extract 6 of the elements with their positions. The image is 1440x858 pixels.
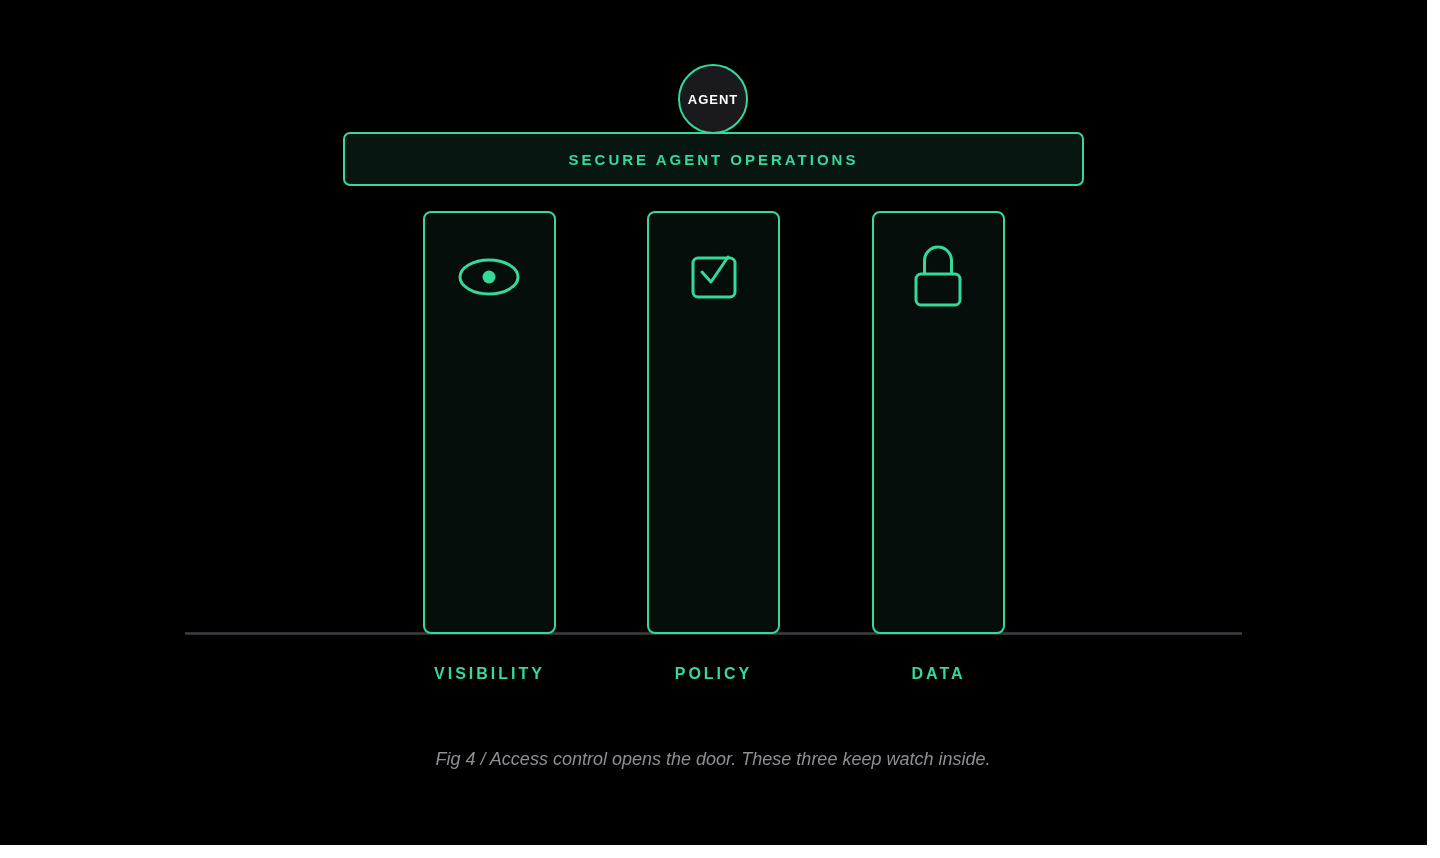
pillar-label: VISIBILITY xyxy=(434,665,545,683)
agent-circle: AGENT xyxy=(678,64,748,134)
pillar-label: POLICY xyxy=(674,665,753,683)
figure-caption: Fig 4 / Access control opens the door. These three keep watch inside. xyxy=(435,748,991,770)
operations-beam: SECURE AGENT OPERATIONS xyxy=(343,132,1084,186)
pillar-label: DATA xyxy=(911,665,966,683)
